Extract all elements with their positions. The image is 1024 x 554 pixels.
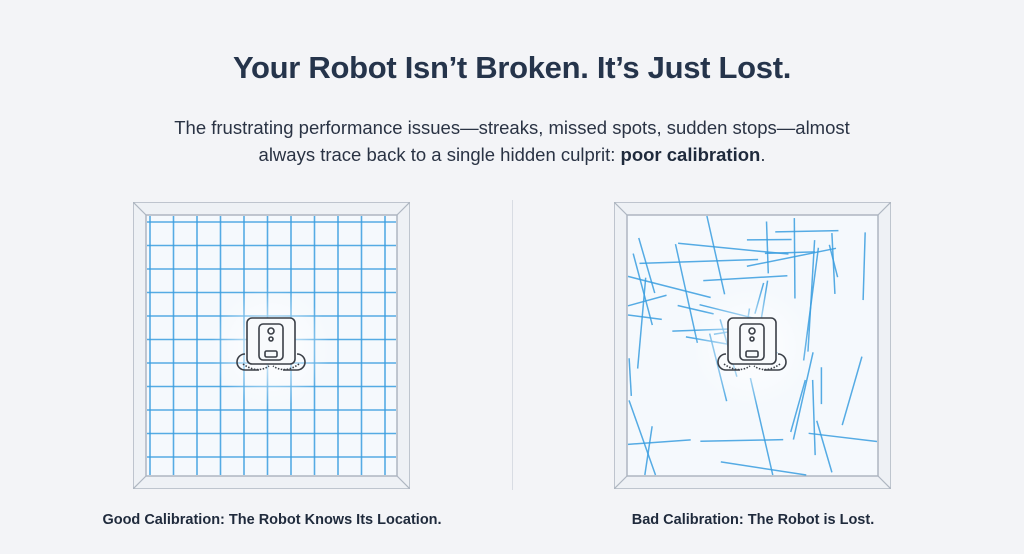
subtitle-emphasis: poor calibration <box>620 144 761 165</box>
scrambled-grid-line <box>793 218 796 299</box>
scrambled-grid-line <box>808 432 878 443</box>
scrambled-grid-line <box>746 247 837 268</box>
robot-button <box>268 336 274 342</box>
scrambled-grid-line <box>792 352 814 440</box>
scrambled-grid-line <box>765 221 770 274</box>
subtitle-line-1: The frustrating performance issues—strea… <box>174 117 850 138</box>
scrambled-grid-line <box>627 275 711 299</box>
frame-corner <box>396 475 410 489</box>
scrambled-grid-line <box>703 274 788 282</box>
robot-wheel <box>717 353 787 371</box>
robot-dock <box>264 350 278 358</box>
scrambled-grid-line <box>639 258 759 265</box>
frame-corner <box>396 202 410 216</box>
scrambled-grid-line <box>644 426 653 476</box>
robot-wheel <box>236 353 306 371</box>
subtitle-text: always trace back to a single hidden cul… <box>258 144 621 165</box>
subtitle-line-2: always trace back to a single hidden cul… <box>0 141 1024 168</box>
scrambled-grid-line <box>628 358 633 397</box>
scrambled-grid-line <box>628 400 657 476</box>
scrambled-grid-line <box>632 253 654 326</box>
bad-calibration-panel <box>614 202 891 489</box>
scrambled-grid-line <box>811 379 816 456</box>
robot-sensor <box>748 327 756 335</box>
divider <box>512 200 513 490</box>
robot-dock <box>745 350 759 358</box>
scrambled-grid-line <box>627 439 691 446</box>
frame-corner <box>877 475 891 489</box>
robot-vacuum-icon <box>236 317 306 371</box>
robot-panel <box>258 323 284 361</box>
scrambled-grid-line <box>720 461 807 476</box>
frame-corner <box>614 202 628 216</box>
scrambled-grid-line <box>775 229 839 233</box>
scrambled-grid-line <box>627 294 667 307</box>
subtitle-suffix: . <box>760 144 766 165</box>
good-calibration-panel <box>133 202 410 489</box>
scrambled-grid-line <box>678 242 789 255</box>
robot-sensor <box>267 327 275 335</box>
scrambled-grid-line <box>700 438 784 442</box>
subtitle: The frustrating performance issues—strea… <box>0 114 1024 168</box>
good-calibration-caption: Good Calibration: The Robot Knows Its Lo… <box>102 512 442 528</box>
frame-corner <box>614 475 628 489</box>
frame-corner <box>133 475 147 489</box>
scrambled-grid-line <box>627 314 662 321</box>
scrambled-grid-line <box>790 379 807 433</box>
page-title: Your Robot Isn’t Broken. It’s Just Lost. <box>232 50 792 85</box>
scrambled-grid-line <box>862 232 866 301</box>
robot-vacuum-icon <box>717 317 787 371</box>
scrambled-grid-floor <box>614 202 891 489</box>
scrambled-grid-line <box>831 232 836 294</box>
scrambled-grid-line <box>841 356 863 426</box>
frame-corner <box>877 202 891 216</box>
scrambled-grid-line <box>706 215 726 295</box>
bad-calibration-caption: Bad Calibration: The Robot is Lost. <box>631 512 875 528</box>
aligned-grid-floor <box>133 202 410 489</box>
scrambled-grid-line <box>674 243 699 344</box>
robot-panel <box>739 323 765 361</box>
scrambled-grid-line <box>638 237 656 294</box>
robot-button <box>749 336 755 342</box>
scrambled-grid-line <box>816 420 833 473</box>
frame-corner <box>133 202 147 216</box>
